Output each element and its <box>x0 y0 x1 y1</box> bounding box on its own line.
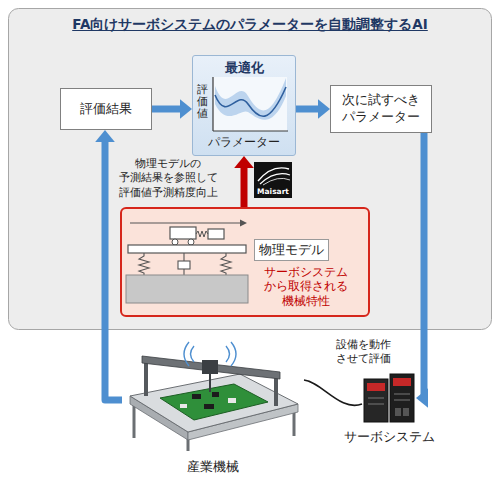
servo-drawing <box>403 408 409 416</box>
servo-drawing <box>394 400 410 401</box>
flow-arrow <box>152 99 192 119</box>
maisart-logo <box>258 168 289 181</box>
mechanism-drawing <box>188 239 194 245</box>
arrow-head <box>95 130 115 142</box>
machine-node: 産業機械 <box>122 334 304 454</box>
maisart-logo <box>260 174 290 184</box>
machine-drawing <box>212 392 219 397</box>
mechanism-drawing <box>122 211 250 311</box>
axis-label: 評価値 <box>197 84 208 120</box>
device-label: 産業機械 <box>122 458 304 476</box>
flow-arrow <box>95 130 122 400</box>
machine-drawing <box>122 334 304 454</box>
arrow-head <box>416 388 428 408</box>
mechanism-drawing <box>130 222 240 223</box>
mechanism-drawing <box>139 253 149 275</box>
machine-drawing <box>184 342 189 366</box>
mechanism-drawing <box>128 245 246 253</box>
process-box: 次に試すべき パラメーター <box>330 85 432 133</box>
flow-arrow <box>416 133 428 408</box>
panel-ground <box>9 9 492 330</box>
mechanism-drawing <box>172 239 178 245</box>
arrow-head <box>234 156 254 168</box>
servo-drawing <box>368 398 384 399</box>
model-box: 物理モデルサーボシステム から取得される 機械特性 <box>120 207 370 317</box>
mechanism-drawing <box>183 253 184 261</box>
arrow-head <box>180 99 192 119</box>
servo-drawing <box>362 372 416 424</box>
cable-line <box>304 380 362 405</box>
machine-drawing <box>180 404 187 408</box>
panel-ground <box>9 9 492 330</box>
panel-group: FA向けサーボシステムのパラメーターを自動調整するAI 評価結果 最適化評価値パラ… <box>8 8 492 330</box>
arrow-line <box>241 167 248 207</box>
machine-drawing <box>274 376 278 406</box>
machine-drawing <box>209 374 211 392</box>
logo-text: Maisart <box>254 187 292 196</box>
machine-drawing <box>130 342 298 451</box>
chart-graphic <box>215 87 286 116</box>
diagram-title: FA向けサーボシステムのパラメーターを自動調整するAI <box>8 16 492 34</box>
mechanism-drawing <box>170 227 196 239</box>
machine-drawing <box>228 398 236 403</box>
machine-drawing <box>130 374 298 432</box>
arrow-line <box>424 133 427 398</box>
mechanism-drawing <box>183 269 184 275</box>
box-label: 評価結果 <box>80 100 132 118</box>
machine-drawing <box>204 404 214 409</box>
arrow-line <box>152 106 181 113</box>
machine-drawing <box>192 394 201 399</box>
servo-drawing <box>395 408 401 416</box>
mechanism-drawing <box>196 231 208 237</box>
machine-drawing <box>202 360 218 374</box>
note-text: 設備を動作 させて評価 <box>336 338 410 367</box>
model-heading: 物理モデル <box>254 239 329 261</box>
mechanism-drawing <box>240 220 247 227</box>
maisart-logo <box>254 162 292 198</box>
mechanism-drawing <box>178 261 190 269</box>
servo-node: サーボシステム <box>362 372 416 424</box>
servo-drawing <box>394 394 410 395</box>
flow-arrow <box>234 156 254 207</box>
flow-arrow <box>296 99 330 119</box>
box-label: 次に試すべき パラメーター <box>335 92 427 126</box>
chart-graphic <box>213 77 288 131</box>
machine-drawing <box>191 346 195 362</box>
machine-drawing <box>160 384 268 420</box>
axis-label: パラメーター <box>193 134 295 151</box>
machine-drawing <box>293 410 296 436</box>
servo-drawing <box>393 378 411 386</box>
chart-graphic <box>213 130 288 131</box>
servo-drawing <box>390 374 414 422</box>
maisart-logo <box>263 178 290 185</box>
mechanism-drawing <box>126 220 248 304</box>
note-text: 物理モデルの 予測結果を参照して 評価値予測精度向上 <box>112 157 224 200</box>
cable-line <box>304 380 362 405</box>
model-note: サーボシステム から取得される 機械特性 <box>248 265 364 308</box>
machine-drawing <box>231 342 236 366</box>
arrow-head <box>318 99 330 119</box>
servo-drawing <box>364 379 388 422</box>
box-heading: 最適化 <box>193 59 295 77</box>
servo-drawing <box>367 383 385 391</box>
machine-drawing <box>144 360 148 396</box>
chart-graphic <box>212 77 213 131</box>
chart-graphic <box>215 78 286 120</box>
process-box: 評価結果 <box>60 88 152 130</box>
mechanism-drawing <box>208 229 224 239</box>
mechanism-drawing <box>126 275 248 303</box>
arrow-line <box>296 106 319 113</box>
chart-box: 最適化評価値パラメーター <box>192 55 296 156</box>
servo-drawing <box>368 404 384 405</box>
mechanism-drawing <box>221 253 231 275</box>
device-label: サーボシステム <box>344 428 435 446</box>
maisart-logo <box>254 162 292 198</box>
machine-drawing <box>226 346 230 362</box>
chart-graphic <box>213 77 287 131</box>
servo-drawing <box>364 374 414 422</box>
